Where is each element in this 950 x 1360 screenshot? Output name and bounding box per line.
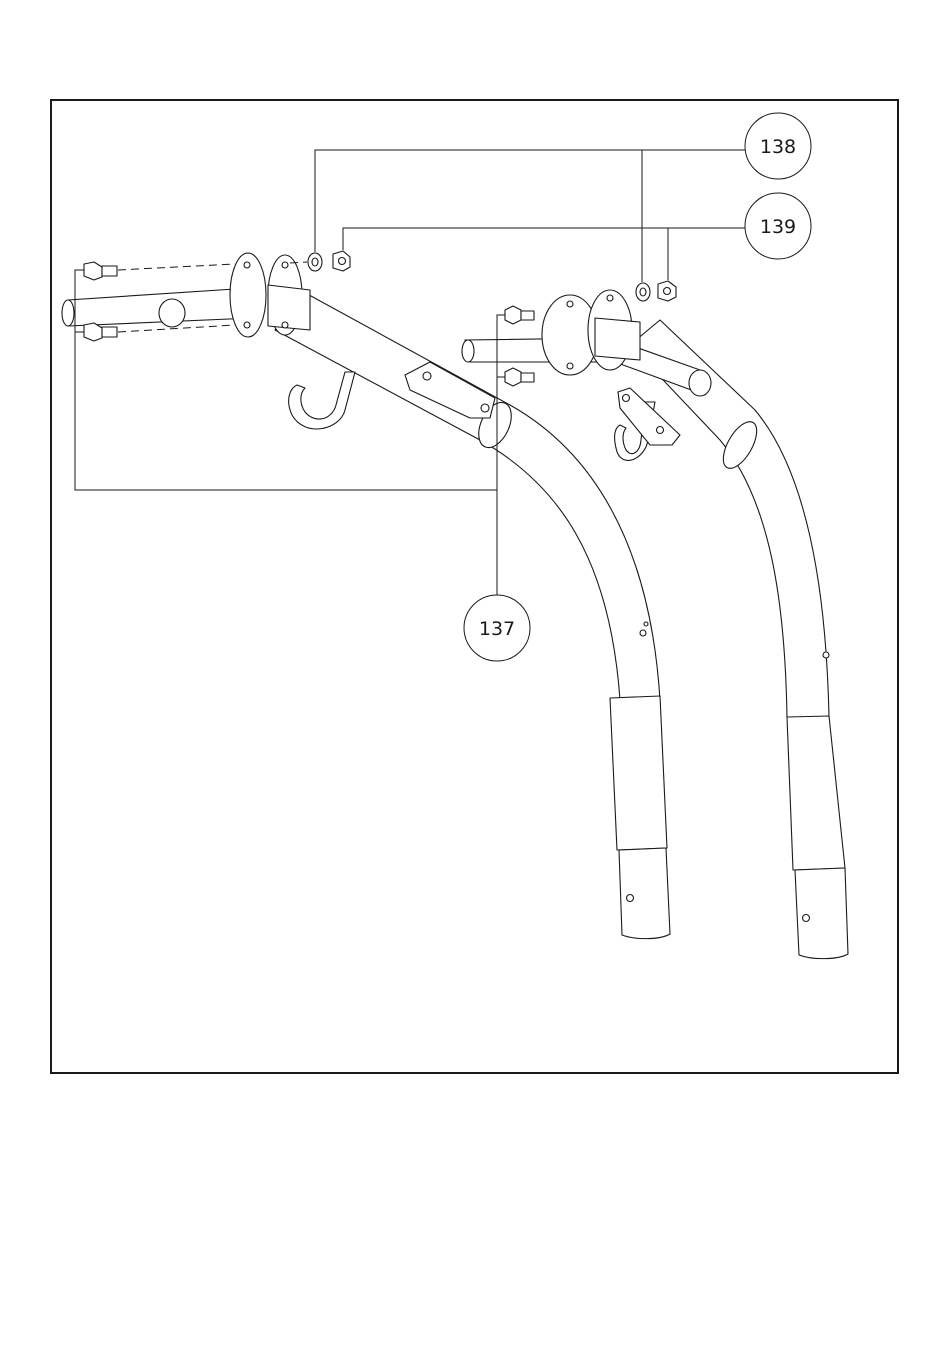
right-handle-end <box>462 340 474 362</box>
right-bracket <box>595 318 640 360</box>
callout-label-139: 139 <box>760 216 796 238</box>
right-tube-hole <box>803 915 810 922</box>
right-handle-tube-end <box>689 370 711 396</box>
plate-hole-4 <box>282 322 288 328</box>
callout-label-137: 137 <box>479 618 515 640</box>
plate-hole-3 <box>282 262 288 268</box>
leader-138 <box>315 150 745 252</box>
right-lower-tube <box>787 716 845 870</box>
left-handle-end <box>62 300 74 326</box>
plate-hole-1 <box>244 262 250 268</box>
plate-hole-2 <box>567 363 573 369</box>
hex-nut-icon <box>333 251 350 271</box>
hex-bolt-icon <box>84 323 117 341</box>
callout-137: 137 <box>464 595 530 661</box>
hex-bolt-icon <box>505 306 534 324</box>
left-tube-hole-upper <box>640 630 646 636</box>
callout-139: 139 <box>745 193 811 259</box>
plate-hole-3 <box>607 295 613 301</box>
washer-icon <box>636 283 650 301</box>
left-tube-hole-upper-2 <box>644 622 648 626</box>
left-tube-hole <box>627 895 634 902</box>
j-hook-icon <box>289 372 355 429</box>
hex-bolt-icon <box>84 262 117 280</box>
plate-hole-1 <box>567 301 573 307</box>
plate-hole-2 <box>244 322 250 328</box>
hex-bolt-icon <box>505 368 534 386</box>
left-handle-tube-end <box>159 299 185 327</box>
clip-hole <box>423 372 431 380</box>
right-insert-tube <box>795 868 848 959</box>
hook-plate-hole <box>657 427 664 434</box>
left-insert-tube <box>619 848 670 939</box>
clip-hole <box>481 404 489 412</box>
leader-139 <box>343 228 745 250</box>
left-lower-tube <box>610 696 667 850</box>
hook-plate-hole <box>623 395 630 402</box>
callout-label-138: 138 <box>760 136 796 158</box>
callout-138: 138 <box>745 113 811 179</box>
right-tube-hole-upper <box>823 652 829 658</box>
washer-icon <box>308 253 322 271</box>
hex-nut-icon <box>658 281 676 301</box>
left-bracket <box>268 285 310 330</box>
bolt-dash-line <box>118 264 235 270</box>
right-curved-tube <box>630 320 829 717</box>
